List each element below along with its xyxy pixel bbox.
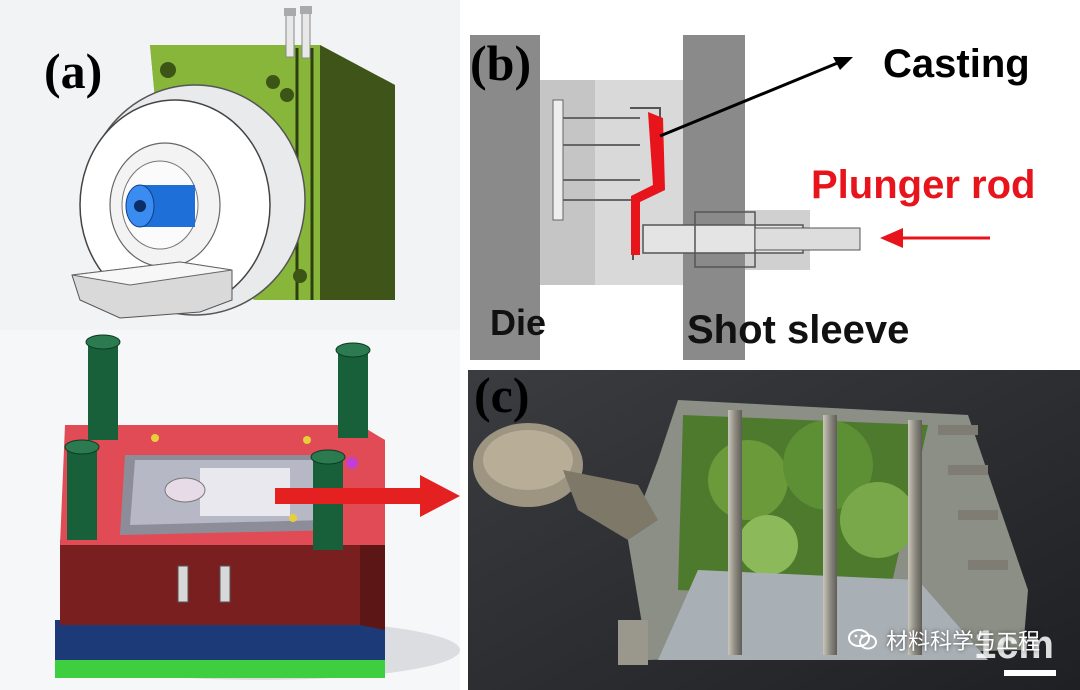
panel-b-schematic: (b) Casting Plunger rod Die Shot sleeve [465,0,1080,360]
scale-unit-label: 1cm [973,623,1054,667]
wechat-icon [847,628,878,652]
cast-part-photo [468,370,1080,690]
die-casting-schematic [470,35,990,360]
plunger-rod-label: Plunger rod [811,163,1036,207]
panel-c-photo: (c) 1cm 材料科学与工程 [468,370,1080,690]
panel-a-mold-render [0,330,460,690]
panel-a-render: (a) [0,0,460,335]
machine-render-illustration [71,6,395,319]
watermark-text: 材料科学与工程 [885,630,1040,655]
die-label: Die [490,302,547,343]
panel-a-label: (a) [44,43,103,99]
casting-label: Casting [883,42,1030,86]
scale-bar [1004,670,1056,676]
red-arrow-icon [275,475,460,517]
panel-c-label: (c) [474,370,530,423]
shot-sleeve-label: Shot sleeve [687,308,910,352]
casting-shape [631,112,665,255]
panel-b-label: (b) [470,35,532,91]
mold-render-illustration [55,334,460,680]
watermark: 材料科学与工程 [847,624,1040,656]
